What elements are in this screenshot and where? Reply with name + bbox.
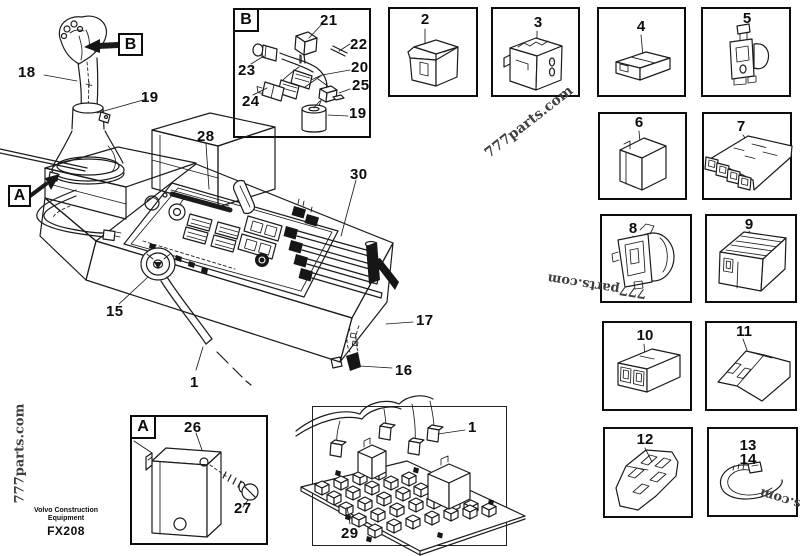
part-11-sketch [717,350,791,402]
part-10-sketch [617,348,681,393]
ref-a-label: A [13,187,26,204]
callout-19: 19 [141,89,159,106]
part-number-5: 5 [742,10,752,27]
footer-block: Volvo Construction Equipment FX208 [25,507,107,538]
circuit-board-drawing [295,395,526,556]
callout-20: 20 [351,59,369,76]
callout-17: 17 [416,312,434,329]
part-number-9: 9 [744,216,754,233]
part-number-14: 14 [739,451,757,468]
part-number-6: 6 [634,114,644,131]
brand-line-2: Equipment [47,515,85,522]
part-5-sketch [729,23,770,86]
callout-22: 22 [350,36,368,53]
ref-a-label: A [137,418,149,435]
callout-23: 23 [238,62,256,79]
parts-grid-cell-13-14 [707,427,798,517]
callout-18: 18 [18,64,36,81]
part-6-sketch [619,137,667,191]
callout-27: 27 [234,500,252,517]
ref-a-box-main: A [8,185,31,207]
parts-grid-sketches [407,23,793,511]
callout-24: 24 [242,93,260,110]
part-number-11: 11 [736,323,752,340]
callout-21: 21 [320,12,338,29]
ref-b-label: B [240,11,252,28]
ref-a-box-detail: A [130,415,156,439]
brand-line-1: Volvo Construction [33,507,99,514]
part-7-sketch [704,135,793,191]
callout-16: 16 [395,362,413,379]
callout-29: 29 [341,525,359,542]
callout-28: 28 [197,128,215,145]
part-number-7: 7 [736,118,746,135]
part-2-sketch [407,39,459,87]
callout-26: 26 [184,419,202,436]
part-12-sketch [615,449,679,511]
callout-1-board: 1 [468,419,477,436]
callout-15: 15 [106,303,124,320]
detail-a-frame [130,415,268,545]
ref-b-label: B [124,35,137,53]
callout-19b: 19 [349,105,367,122]
part-4-sketch [615,51,671,81]
part-number-2: 2 [420,11,430,28]
part-3-sketch [503,37,563,91]
shift-lever [51,15,125,185]
callout-25: 25 [352,77,370,94]
ref-b-box-detail: B [233,8,259,32]
detail-a-drawing [133,432,259,538]
parts-grid-cell-4 [597,7,686,97]
console-drawing [0,15,414,386]
part-number-10: 10 [636,327,654,344]
ref-b-box-main: B [118,33,143,56]
part-number-3: 3 [533,14,543,31]
detail-b-drawing [250,22,351,133]
figure-code: FX208 [47,524,85,538]
part-9-sketch [718,231,787,292]
part-number-8: 8 [628,220,638,237]
part-13-14-sketch [719,461,783,500]
part-number-12: 12 [636,431,654,448]
part-8-sketch [611,223,675,290]
part-number-13: 13 [739,437,757,454]
part-number-4: 4 [636,18,646,35]
detail-b-frame [233,8,371,138]
callout-1-console: 1 [190,374,199,391]
main-leader-lines [43,74,414,371]
callout-30: 30 [350,166,368,183]
